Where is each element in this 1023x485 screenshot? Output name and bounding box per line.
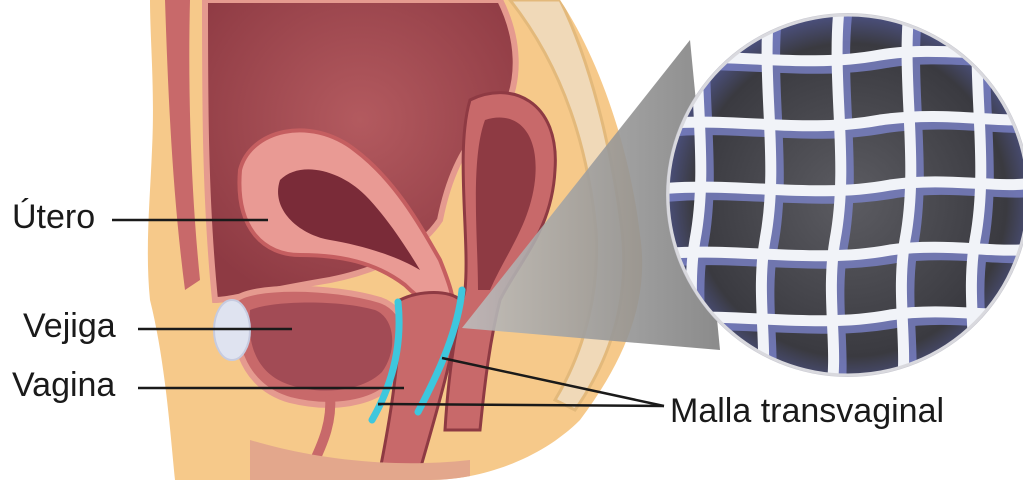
label-malla-transvaginal: Malla transvaginal — [670, 394, 944, 428]
label-vagina: Vagina — [12, 368, 115, 402]
label-utero: Útero — [12, 200, 95, 234]
label-vejiga: Vejiga — [23, 309, 116, 343]
